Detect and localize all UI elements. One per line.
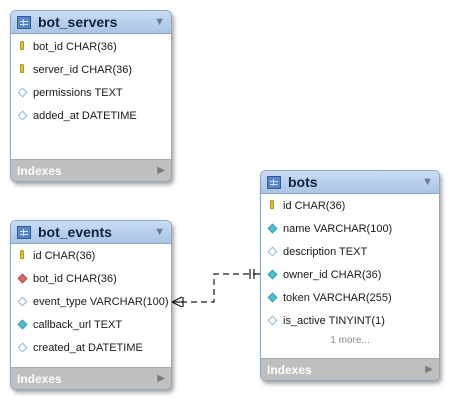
indexes-footer[interactable]: Indexes ▶ bbox=[11, 367, 171, 389]
foreign-key-diamond-icon bbox=[17, 273, 27, 285]
filled-diamond-icon bbox=[267, 223, 277, 235]
column-label: permissions TEXT bbox=[33, 86, 123, 99]
column-row[interactable]: added_at DATETIME bbox=[11, 104, 171, 127]
filled-diamond-icon bbox=[17, 319, 27, 331]
empty-diamond-icon bbox=[17, 110, 27, 122]
column-row[interactable]: permissions TEXT bbox=[11, 81, 171, 104]
empty-diamond-icon bbox=[267, 315, 277, 327]
table-name: bot_events bbox=[38, 224, 112, 240]
more-columns-link[interactable]: 1 more... bbox=[330, 335, 370, 346]
table-icon bbox=[267, 175, 281, 189]
column-row[interactable]: server_id CHAR(36) bbox=[11, 58, 171, 81]
column-row[interactable]: name VARCHAR(100) bbox=[261, 217, 439, 240]
column-label: bot_id CHAR(36) bbox=[33, 40, 117, 53]
column-row[interactable]: owner_id CHAR(36) bbox=[261, 263, 439, 286]
table-bot-servers[interactable]: bot_servers ▼ bot_id CHAR(36) server_id … bbox=[10, 10, 172, 182]
expand-arrow-icon[interactable]: ▶ bbox=[157, 373, 165, 384]
table-header[interactable]: bot_events ▼ bbox=[11, 221, 171, 244]
indexes-label: Indexes bbox=[17, 163, 62, 178]
column-row[interactable]: token VARCHAR(255) bbox=[261, 286, 439, 309]
primary-key-icon bbox=[17, 63, 27, 76]
indexes-footer[interactable]: Indexes ▶ bbox=[11, 159, 171, 181]
table-icon bbox=[17, 15, 31, 29]
column-label: bot_id CHAR(36) bbox=[33, 272, 117, 285]
primary-key-icon bbox=[17, 40, 27, 53]
indexes-label: Indexes bbox=[17, 371, 62, 386]
collapse-arrow-icon[interactable]: ▼ bbox=[154, 226, 165, 238]
collapse-arrow-icon[interactable]: ▼ bbox=[422, 176, 433, 188]
table-name: bot_servers bbox=[38, 14, 118, 30]
column-row[interactable]: description TEXT bbox=[261, 240, 439, 263]
filled-diamond-icon bbox=[267, 269, 277, 281]
expand-arrow-icon[interactable]: ▶ bbox=[425, 364, 433, 375]
column-label: name VARCHAR(100) bbox=[283, 222, 393, 235]
indexes-label: Indexes bbox=[267, 362, 312, 377]
table-header[interactable]: bot_servers ▼ bbox=[11, 11, 171, 34]
column-label: description TEXT bbox=[283, 245, 368, 258]
column-label: id CHAR(36) bbox=[283, 199, 346, 212]
column-row[interactable]: callback_url TEXT bbox=[11, 313, 171, 336]
column-label: owner_id CHAR(36) bbox=[283, 268, 382, 281]
table-header[interactable]: bots ▼ bbox=[261, 171, 439, 194]
column-row[interactable]: is_active TINYINT(1) bbox=[261, 309, 439, 332]
column-label: added_at DATETIME bbox=[33, 109, 137, 122]
column-row[interactable]: bot_id CHAR(36) bbox=[11, 267, 171, 290]
column-label: callback_url TEXT bbox=[33, 318, 123, 331]
column-row[interactable]: created_at DATETIME bbox=[11, 336, 171, 359]
table-bot-events[interactable]: bot_events ▼ id CHAR(36) bot_id CHAR(36)… bbox=[10, 220, 172, 390]
column-label: token VARCHAR(255) bbox=[283, 291, 392, 304]
column-row[interactable]: bot_id CHAR(36) bbox=[11, 35, 171, 58]
column-row[interactable]: id CHAR(36) bbox=[261, 194, 439, 217]
empty-diamond-icon bbox=[17, 342, 27, 354]
primary-key-icon bbox=[267, 199, 277, 212]
column-label: server_id CHAR(36) bbox=[33, 63, 133, 76]
table-bots[interactable]: bots ▼ id CHAR(36) name VARCHAR(100) des… bbox=[260, 170, 440, 381]
table-name: bots bbox=[288, 174, 318, 190]
filled-diamond-icon bbox=[267, 292, 277, 304]
empty-diamond-icon bbox=[267, 246, 277, 258]
column-row[interactable]: event_type VARCHAR(100) bbox=[11, 290, 171, 313]
indexes-footer[interactable]: Indexes ▶ bbox=[261, 358, 439, 380]
column-label: is_active TINYINT(1) bbox=[283, 314, 385, 327]
column-label: created_at DATETIME bbox=[33, 341, 143, 354]
table-icon bbox=[17, 225, 31, 239]
column-label: id CHAR(36) bbox=[33, 249, 96, 262]
expand-arrow-icon[interactable]: ▶ bbox=[157, 165, 165, 176]
column-label: event_type VARCHAR(100) bbox=[33, 295, 169, 308]
primary-key-icon bbox=[17, 249, 27, 262]
column-row[interactable]: id CHAR(36) bbox=[11, 244, 171, 267]
empty-diamond-icon bbox=[17, 87, 27, 99]
empty-diamond-icon bbox=[17, 296, 27, 308]
collapse-arrow-icon[interactable]: ▼ bbox=[154, 16, 165, 28]
